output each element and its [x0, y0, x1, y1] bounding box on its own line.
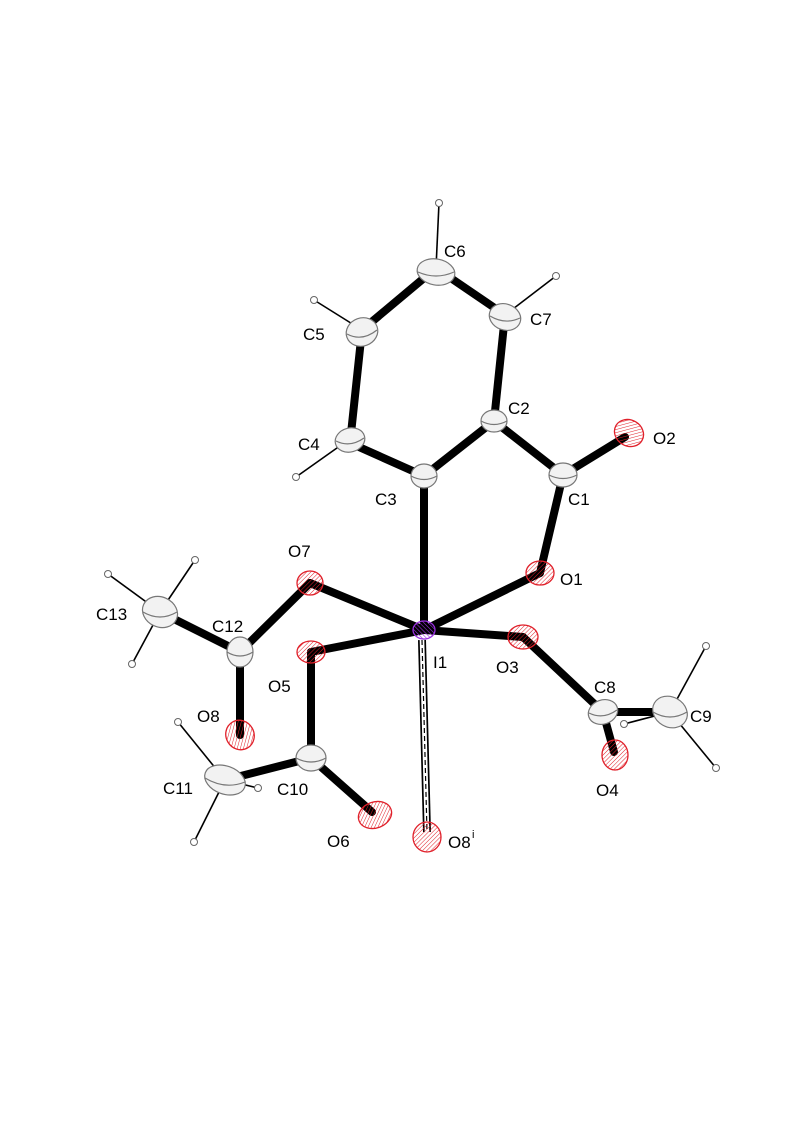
label-o1: O1 — [560, 570, 583, 589]
atom-o5 — [296, 640, 326, 664]
oxygen-atoms — [225, 418, 645, 853]
atom-o7 — [296, 570, 324, 596]
iodine-atom — [412, 620, 436, 640]
atom-o8i — [412, 821, 442, 853]
atom-c5 — [345, 317, 379, 347]
atom-c9 — [652, 695, 688, 729]
label-c12: C12 — [212, 617, 243, 636]
label-o8i-superscript: i — [472, 829, 474, 841]
label-o4: O4 — [596, 781, 619, 800]
atom-c6 — [416, 258, 456, 286]
atom-o3 — [507, 624, 539, 650]
label-c8: C8 — [594, 678, 616, 697]
atom-o6 — [357, 800, 393, 830]
atom-labels: C6 C5 C7 C2 O2 C4 C1 C3 O7 O1 C13 C12 O5… — [96, 242, 712, 852]
atom-c7 — [488, 303, 522, 331]
atom-o8 — [225, 719, 255, 751]
atom-o1 — [525, 560, 555, 586]
hydrogen-atoms — [104, 199, 720, 846]
label-c9: C9 — [690, 707, 712, 726]
label-o8: O8 — [197, 707, 220, 726]
atom-c4 — [334, 427, 366, 453]
atom-c2 — [480, 409, 508, 433]
label-o3: O3 — [496, 658, 519, 677]
atom-c11 — [204, 764, 246, 796]
label-c5: C5 — [303, 325, 325, 344]
label-o7: O7 — [288, 542, 311, 561]
carbon-atoms — [141, 258, 688, 796]
atom-c3 — [410, 463, 438, 489]
atom-c13 — [141, 595, 179, 629]
label-o8i: O8 — [448, 833, 471, 852]
atom-o4 — [601, 739, 629, 771]
atom-o2 — [613, 418, 645, 448]
atom-c10 — [295, 744, 327, 772]
label-c7: C7 — [530, 310, 552, 329]
label-o6: O6 — [327, 832, 350, 851]
atom-c8 — [587, 699, 619, 725]
label-c1: C1 — [568, 490, 590, 509]
label-c3: C3 — [375, 490, 397, 509]
label-c2: C2 — [508, 399, 530, 418]
label-i1: I1 — [433, 653, 447, 672]
secondary-interaction — [418, 639, 431, 833]
label-c10: C10 — [277, 780, 308, 799]
label-c4: C4 — [298, 435, 320, 454]
atom-c1 — [548, 462, 578, 488]
atom-c12 — [226, 636, 254, 668]
label-o2: O2 — [653, 429, 676, 448]
label-c6: C6 — [444, 242, 466, 261]
label-o5: O5 — [268, 677, 291, 696]
label-c11: C11 — [163, 779, 193, 798]
label-c13: C13 — [96, 605, 127, 624]
